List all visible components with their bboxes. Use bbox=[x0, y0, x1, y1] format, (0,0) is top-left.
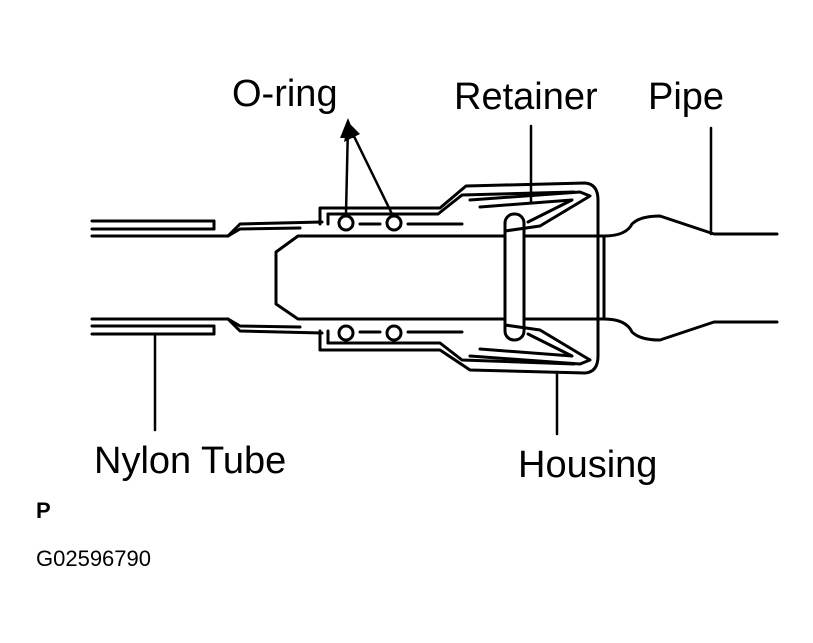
housing-label: Housing bbox=[518, 444, 658, 486]
figure-id: G02596790 bbox=[36, 546, 151, 571]
retainer-shape bbox=[460, 190, 592, 366]
figure-code: P bbox=[36, 498, 51, 523]
o-ring-leader-2 bbox=[346, 122, 394, 216]
pipe-shape bbox=[274, 212, 779, 342]
o-ring-shapes bbox=[337, 214, 464, 342]
o-ring-arrowheads bbox=[340, 118, 360, 142]
nylon-tube-shape bbox=[90, 219, 324, 336]
o-ring-label: O-ring bbox=[232, 73, 338, 115]
leader-lines bbox=[153, 122, 713, 436]
housing-shape bbox=[318, 181, 600, 375]
nylon-tube-label: Nylon Tube bbox=[94, 440, 287, 482]
pipe-label: Pipe bbox=[648, 76, 725, 118]
retainer-label: Retainer bbox=[454, 76, 598, 118]
